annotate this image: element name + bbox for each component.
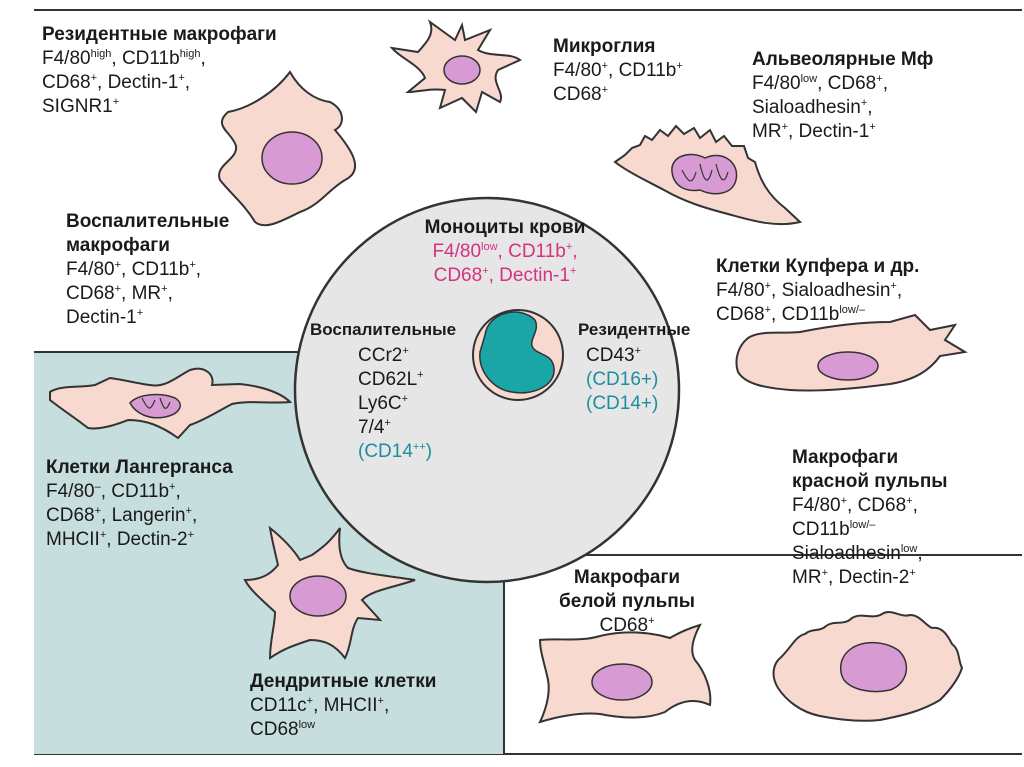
alveolar-title: Альвеолярные Мф — [752, 49, 934, 70]
alveolar-markers-2: Sialoadhesin+, — [752, 97, 873, 118]
dendritic-cell — [243, 525, 416, 660]
langerhans-label: Клетки Лангерганса F4/80–, CD11b+, CD68+… — [46, 456, 233, 552]
resident-monocytes-title: Резидентные — [578, 320, 691, 339]
red-pulp-title-1: Макрофаги — [792, 447, 899, 468]
resident-monocytes-label: Резидентные — [578, 318, 690, 342]
inflammatory-monocytes-title: Воспалительные — [310, 320, 457, 339]
resident-macrophage-cell — [218, 70, 357, 227]
inflammatory-macrophages-markers-2: CD68+, MR+, — [66, 283, 173, 304]
inflammatory-monocytes-marker-3: Ly6C+ — [358, 393, 409, 414]
microglia-markers-1: F4/80+, CD11b+ — [553, 60, 683, 81]
monocyte-cell — [472, 309, 564, 401]
alveolar-markers-3: MR+, Dectin-1+ — [752, 121, 876, 142]
inflammatory-macrophages-title-1: Воспалительные — [66, 211, 230, 232]
inflammatory-monocytes-markers: CCr2+ CD62L+ Ly6C+ 7/4+ (CD14++) — [358, 344, 432, 464]
inflammatory-monocytes-marker-1: CCr2+ — [358, 345, 409, 366]
dendritic-markers-1: CD11c+, MHCII+, — [250, 695, 390, 716]
inflammatory-monocytes-marker-2: CD62L+ — [358, 369, 424, 390]
blood-monocyte-circle — [293, 196, 681, 584]
blood-monocytes-markers-2: CD68+, Dectin-1+ — [433, 265, 577, 286]
kupffer-markers-2: CD68+, CD11blow/– — [716, 304, 865, 325]
inflammatory-monocytes-marker-5: (CD14++) — [358, 441, 433, 462]
red-pulp-markers-2: CD11blow/– — [792, 519, 876, 540]
langerhans-markers-3: MHCII+, Dectin-2+ — [46, 529, 195, 550]
langerhans-markers-2: CD68+, Langerin+, — [46, 505, 198, 526]
kupffer-title: Клетки Купфера и др. — [716, 256, 920, 277]
white-pulp-macrophage-cell — [538, 623, 712, 724]
resident-macrophages-markers-3: SIGNR1+ — [42, 96, 120, 117]
microglia-cell — [389, 19, 522, 114]
microglia-markers-2: CD68+ — [553, 84, 609, 105]
white-pulp-title-1: Макрофаги — [573, 567, 681, 588]
kupffer-cell — [735, 313, 968, 392]
red-pulp-markers-3: Sialoadhesinlow, — [792, 543, 923, 564]
resident-macrophages-title: Резидентные макрофаги — [42, 24, 277, 45]
inflammatory-macrophages-title-2: макрофаги — [66, 235, 170, 256]
dendritic-markers-2: CD68low — [250, 719, 316, 740]
red-pulp-markers-4: MR+, Dectin-2+ — [792, 567, 916, 588]
white-pulp-label: Макрофаги белой пульпы CD68+ — [548, 566, 706, 638]
inflammatory-macrophages-label: Воспалительные макрофаги F4/80+, CD11b+,… — [66, 210, 229, 330]
langerhans-title: Клетки Лангерганса — [46, 457, 233, 478]
langerhans-markers-1: F4/80–, CD11b+, — [46, 481, 181, 502]
white-pulp-title-2: белой пульпы — [559, 591, 695, 612]
microglia-title: Микроглия — [553, 36, 656, 57]
resident-macrophages-markers-1: F4/80high, CD11bhigh, — [42, 48, 206, 69]
resident-macrophages-label: Резидентные макрофаги F4/80high, CD11bhi… — [42, 23, 277, 119]
red-pulp-label: Макрофаги красной пульпы F4/80+, CD68+, … — [792, 446, 948, 590]
kupffer-markers-1: F4/80+, Sialoadhesin+, — [716, 280, 903, 301]
red-pulp-title-2: красной пульпы — [792, 471, 948, 492]
red-pulp-markers-1: F4/80+, CD68+, — [792, 495, 918, 516]
inflammatory-macrophages-markers-3: Dectin-1+ — [66, 307, 144, 328]
blood-monocytes-label: Моноциты крови F4/80low, CD11b+, CD68+, … — [395, 216, 615, 288]
alveolar-markers-1: F4/80low, CD68+, — [752, 73, 888, 94]
alveolar-macrophage-cell — [613, 124, 803, 226]
white-pulp-markers-1: CD68+ — [599, 615, 655, 636]
microglia-label: Микроглия F4/80+, CD11b+ CD68+ — [553, 35, 683, 107]
resident-monocytes-marker-2: (CD16+) — [586, 369, 659, 390]
inflammatory-monocytes-label: Воспалительные — [310, 318, 456, 342]
red-pulp-macrophage-cell — [772, 611, 964, 722]
kupffer-label: Клетки Купфера и др. F4/80+, Sialoadhesi… — [716, 255, 919, 327]
blood-monocytes-title: Моноциты крови — [424, 217, 586, 238]
blood-monocytes-markers-1: F4/80low, CD11b+, — [432, 241, 578, 262]
resident-monocytes-markers: CD43+ (CD16+) (CD14+) — [586, 344, 658, 416]
dendritic-label: Дендритные клетки CD11c+, MHCII+, CD68lo… — [250, 670, 436, 742]
resident-monocytes-marker-1: CD43+ — [586, 345, 642, 366]
inflammatory-macrophages-markers-1: F4/80+, CD11b+, — [66, 259, 202, 280]
langerhans-cell — [49, 367, 293, 440]
alveolar-label: Альвеолярные Мф F4/80low, CD68+, Siaload… — [752, 48, 933, 144]
dendritic-title: Дендритные клетки — [250, 671, 437, 692]
resident-monocytes-marker-3: (CD14+) — [586, 393, 659, 414]
monocyte-nucleus-shape — [479, 311, 555, 394]
resident-macrophages-markers-2: CD68+, Dectin-1+, — [42, 72, 191, 93]
inflammatory-monocytes-marker-4: 7/4+ — [358, 417, 391, 438]
